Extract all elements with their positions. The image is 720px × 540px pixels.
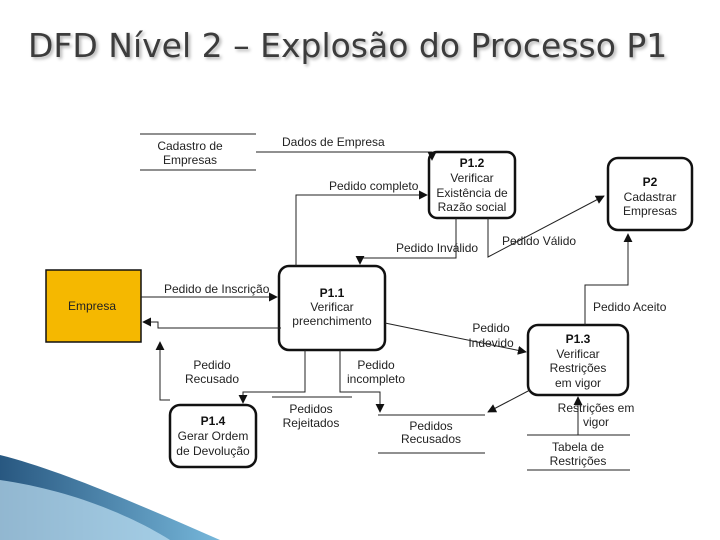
flow-pedido-valido-label: Pedido Válido (502, 234, 576, 248)
store-recusados-line1: Pedidos (409, 419, 452, 433)
store-cadastro-empresas: Cadastro de Empresas (140, 133, 256, 171)
flow-pedido-invalido-label: Pedido Inválido (396, 241, 478, 255)
flow-pedido-valido: Pedido Válido (487, 195, 605, 258)
store-cadastro-line2: Empresas (163, 153, 217, 167)
flow-pedido-invalido: Pedido Inválido (355, 218, 478, 265)
flow-dados-empresa: Dados de Empresa (256, 135, 437, 161)
flow-to-recusados (487, 389, 531, 413)
process-p1-1-line1: Verificar (310, 300, 353, 314)
process-p1-3-line1: Verificar (556, 347, 599, 361)
store-tabela-line2: Restrições (550, 454, 607, 468)
process-p1-3-line3: em vigor (555, 376, 601, 390)
process-p2-line1: Cadastrar (624, 190, 677, 204)
process-p2-id: P2 (643, 175, 658, 189)
flow-pedido-completo-label: Pedido completo (329, 179, 419, 193)
flow-pedido-incompleto: Pedido incompleto (238, 350, 405, 404)
store-pedidos-rejeitados: Pedidos Rejeitados (272, 396, 352, 430)
flow-dados-empresa-label: Dados de Empresa (282, 135, 385, 149)
flow-restricoes-label-1: Restrições em (558, 401, 635, 415)
store-pedidos-recusados: Pedidos Recusados (378, 414, 485, 454)
flow-pedido-completo: Pedido completo (295, 179, 428, 266)
flow-pedido-indevido: Pedido Indevido (384, 321, 527, 355)
process-p1-4-line1: Gerar Ordem (178, 429, 249, 443)
process-p1-1: P1.1 Verificar preenchimento (277, 264, 387, 352)
flow-pedido-inscricao: Pedido de Inscrição (141, 282, 278, 302)
store-rejeitados-line2: Rejeitados (283, 416, 340, 430)
store-rejeitados-line1: Pedidos (289, 402, 332, 416)
flow-pedido-indevido-label-2: Indevido (468, 336, 514, 350)
flow-devolucao (155, 341, 170, 401)
process-p1-1-id: P1.1 (320, 286, 345, 300)
flow-restricoes-vigor: Restrições em vigor (558, 396, 635, 435)
flow-pedido-aceito-label: Pedido Aceito (593, 300, 667, 314)
corner-decoration (0, 455, 220, 540)
flow-pedido-recusado: Pedido Recusado (142, 317, 281, 386)
entity-empresa: Empresa (45, 269, 142, 343)
flow-pedido-recusado-label-1: Pedido (193, 358, 231, 372)
store-tabela-line1: Tabela de (552, 440, 604, 454)
flow-pedido-recusado-label-2: Recusado (185, 372, 239, 386)
flow-to-rejeitados (339, 350, 385, 413)
process-p1-3-id: P1.3 (566, 332, 591, 346)
process-p1-4-line2: de Devolução (176, 444, 250, 458)
process-p1-3: P1.3 Verificar Restrições em vigor (526, 323, 630, 397)
store-recusados-line2: Recusados (401, 432, 461, 446)
process-p1-4: P1.4 Gerar Ordem de Devolução (168, 403, 258, 469)
process-p1-3-line2: Restrições (550, 361, 607, 375)
process-p1-4-id: P1.4 (201, 414, 226, 428)
process-p2-line2: Empresas (623, 204, 677, 218)
entity-label: Empresa (68, 299, 116, 313)
flow-restricoes-label-2: vigor (583, 415, 609, 429)
process-p1-2-id: P1.2 (460, 156, 485, 170)
process-p1-2-line1: Verificar (450, 171, 493, 185)
flow-pedido-indevido-label-1: Pedido (472, 321, 510, 335)
store-tabela-restricoes: Tabela de Restrições (527, 434, 630, 471)
process-p1-1-line2: preenchimento (292, 314, 372, 328)
process-p1-2: P1.2 Verificar Existência de Razão socia… (427, 150, 517, 220)
flow-pedido-incompleto-label-1: Pedido (357, 358, 395, 372)
process-p1-2-line2: Existência de (436, 186, 508, 200)
process-p1-2-line3: Razão social (438, 200, 507, 214)
flow-pedido-inscricao-label: Pedido de Inscrição (164, 282, 270, 296)
flow-pedido-incompleto-label-2: incompleto (347, 372, 405, 386)
process-p2: P2 Cadastrar Empresas (606, 156, 694, 232)
store-cadastro-line1: Cadastro de (157, 139, 223, 153)
flow-pedido-aceito: Pedido Aceito (584, 233, 667, 325)
page-title: DFD Nível 2 – Explosão do Processo P1 (28, 26, 668, 65)
